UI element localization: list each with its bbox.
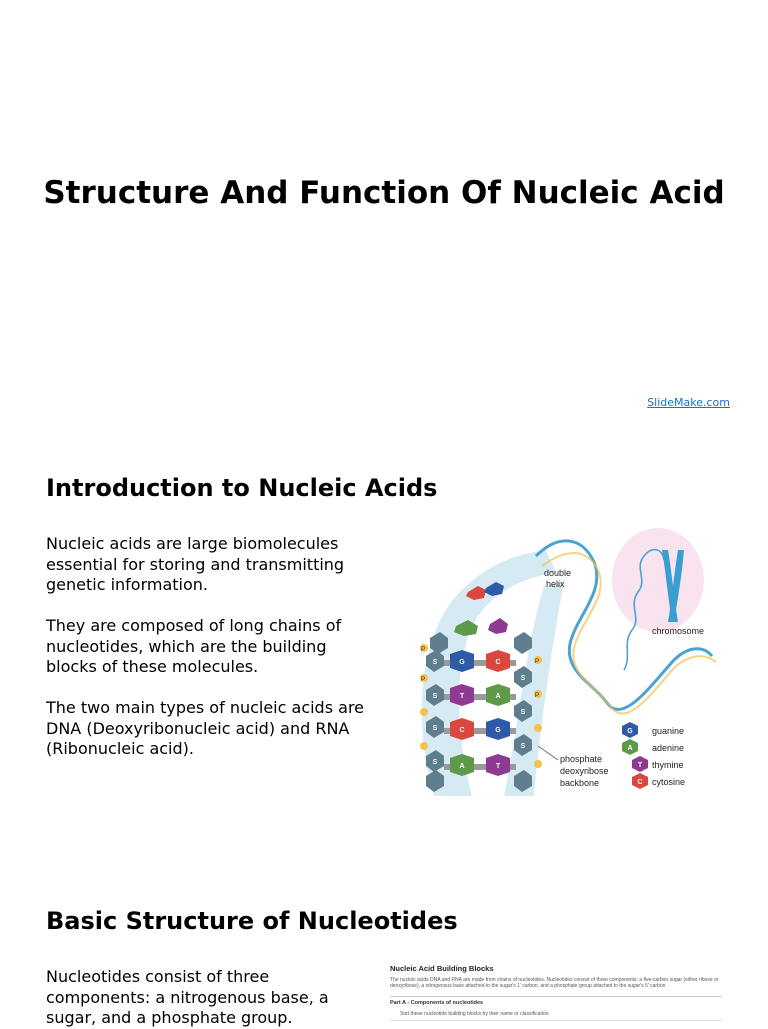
legend-swatch-guanine bbox=[622, 722, 638, 738]
base-pair-rungs bbox=[444, 650, 516, 776]
backbone-label-line3: backbone bbox=[560, 778, 599, 788]
legend-letter-adenine: A bbox=[627, 745, 632, 752]
worksheet-divider-2 bbox=[390, 1020, 722, 1021]
legend-letter-cytosine: C bbox=[637, 779, 642, 786]
chromosome-label: chromosome bbox=[652, 626, 704, 636]
nucleotide-legend: G guanine A adenine T thymine C cytosine bbox=[622, 722, 685, 789]
legend-swatch-adenine bbox=[622, 739, 638, 755]
sugar-label-2: S bbox=[433, 693, 438, 700]
intro-heading: Introduction to Nucleic Acids bbox=[46, 474, 438, 502]
rung-3-right: G bbox=[495, 727, 501, 734]
left-backbone bbox=[426, 632, 448, 792]
worksheet-instruction: Sort these nucleotide building blocks by… bbox=[400, 1011, 550, 1017]
slide-title: Structure And Function Of Nucleic Acid bbox=[43, 175, 725, 211]
intro-paragraph-2: They are composed of long chains of nucl… bbox=[46, 616, 342, 676]
backbone-pointer bbox=[537, 745, 559, 761]
nucleotides-heading: Basic Structure of Nucleotides bbox=[46, 907, 458, 935]
rung-2-right: A bbox=[495, 693, 500, 700]
double-helix-label-line1: double bbox=[544, 568, 571, 578]
double-helix-label-line2: helix bbox=[546, 579, 565, 589]
sugar-label-1: S bbox=[433, 659, 438, 666]
phosphate-label-1: P bbox=[421, 647, 425, 653]
slidemake-link[interactable]: SlideMake.com bbox=[647, 396, 730, 409]
phosphate-label-3: P bbox=[535, 659, 539, 665]
worksheet-text: The nucleic acids DNA and RNA are made f… bbox=[390, 977, 719, 989]
double-helix-strand-b bbox=[541, 552, 717, 715]
sugar-label-5: S bbox=[521, 675, 526, 682]
chromosome-glow bbox=[612, 528, 704, 632]
rung-3-left: C bbox=[459, 727, 464, 734]
legend-cytosine: cytosine bbox=[652, 777, 685, 787]
sugar-label-3: S bbox=[433, 725, 438, 732]
legend-thymine: thymine bbox=[652, 760, 684, 770]
rung-4-left: A bbox=[459, 763, 464, 770]
intro-paragraph-3: The two main types of nucleic acids are … bbox=[46, 698, 365, 758]
phosphate-label-4: P bbox=[535, 693, 539, 699]
phosphate-markers bbox=[420, 644, 542, 768]
legend-letter-guanine: G bbox=[627, 728, 633, 735]
legend-guanine: guanine bbox=[652, 726, 684, 736]
legend-adenine: adenine bbox=[652, 743, 684, 753]
rung-4-right: T bbox=[496, 763, 501, 770]
dna-diagram: G C T A C G A T S S S S S S S P P P P do… bbox=[420, 528, 717, 796]
legend-letter-thymine: T bbox=[638, 762, 643, 769]
rung-1-left: G bbox=[459, 659, 465, 666]
worksheet-title: Nucleic Acid Building Blocks bbox=[390, 964, 494, 973]
backbone-label-line2: deoxyribose bbox=[560, 766, 609, 776]
dna-structure-figure: G C T A C G A T S S S S S S S P P P P do… bbox=[386, 526, 726, 800]
nucleotides-paragraph: Nucleotides consist of three components:… bbox=[46, 967, 329, 1027]
intro-paragraph-1: Nucleic acids are large biomolecules ess… bbox=[46, 534, 345, 594]
building-blocks-figure: Nucleic Acid Building Blocks The nucleic… bbox=[386, 960, 728, 1024]
chromosome-arm-right bbox=[668, 550, 684, 622]
rung-1-right: C bbox=[495, 659, 500, 666]
legend-swatch-cytosine bbox=[632, 773, 648, 789]
right-backbone bbox=[514, 632, 532, 792]
top-base-pairs bbox=[454, 582, 508, 636]
worksheet-divider bbox=[390, 996, 722, 997]
legend-swatch-thymine bbox=[632, 756, 648, 772]
phosphate-label-2: P bbox=[421, 677, 425, 683]
backbone-label-line1: phosphate bbox=[560, 754, 602, 764]
chromatin-coil bbox=[623, 548, 665, 671]
sugar-label-4: S bbox=[433, 759, 438, 766]
sugar-label-6: S bbox=[521, 709, 526, 716]
worksheet-part-heading: Part A - Components of nucleotides bbox=[390, 1000, 484, 1006]
helix-glow-right bbox=[504, 582, 564, 796]
rung-2-left: T bbox=[460, 693, 465, 700]
sugar-label-7: S bbox=[521, 743, 526, 750]
